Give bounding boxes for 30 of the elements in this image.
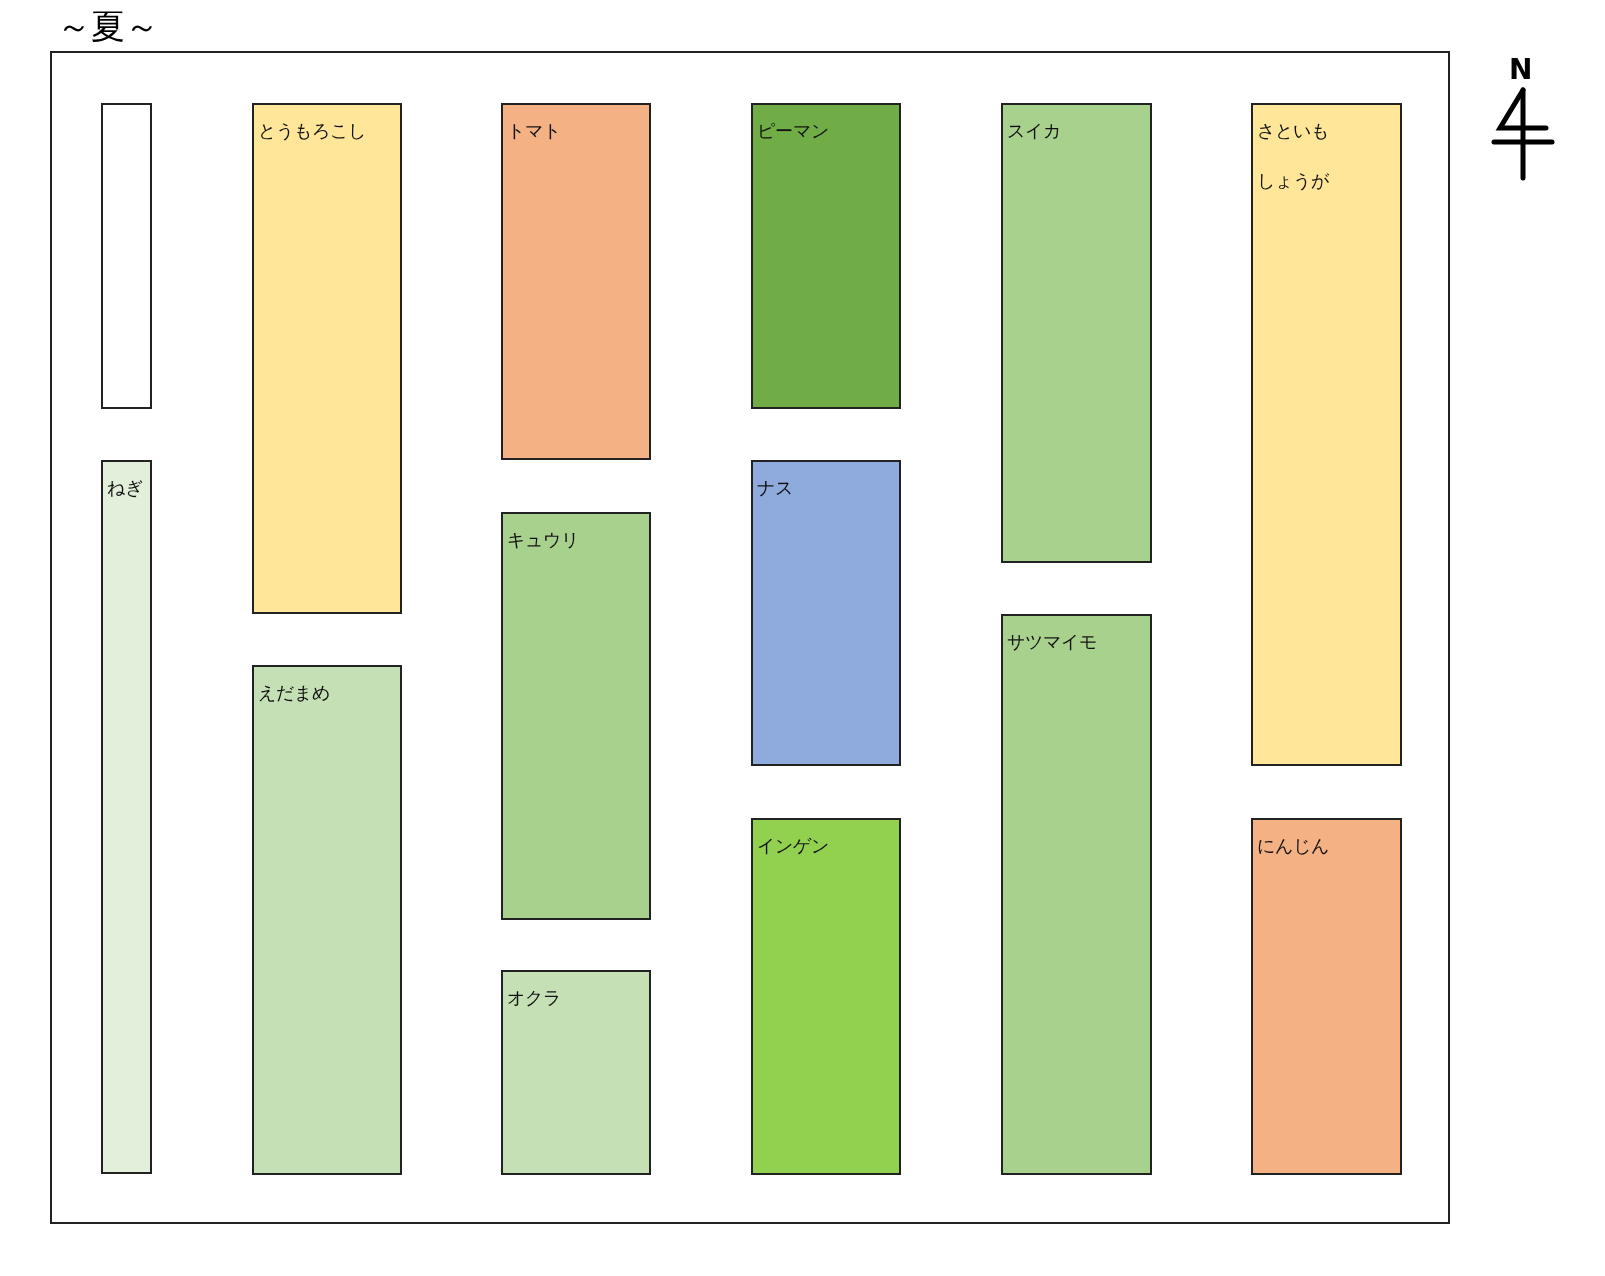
crop-name: にんじん	[1257, 834, 1329, 858]
garden-bed	[1251, 103, 1402, 766]
garden-bed	[252, 665, 402, 1175]
crop-name: ナス	[757, 476, 793, 500]
garden-bed	[751, 818, 901, 1175]
crop-name: ピーマン	[757, 119, 829, 143]
north-label: N	[1509, 54, 1533, 86]
crop-name: オクラ	[507, 986, 561, 1010]
garden-bed	[1251, 818, 1402, 1175]
garden-bed	[501, 970, 651, 1175]
garden-bed	[252, 103, 402, 614]
crop-name: スイカ	[1007, 119, 1061, 143]
garden-bed	[1001, 103, 1152, 563]
garden-bed	[101, 103, 152, 409]
crop-name: えだまめ	[258, 681, 330, 705]
crop-name: さといも	[1257, 119, 1329, 143]
garden-bed	[501, 103, 651, 460]
crop-name: インゲン	[757, 834, 829, 858]
crop-name: しょうが	[1257, 169, 1329, 193]
garden-bed	[751, 103, 901, 409]
garden-bed	[101, 460, 152, 1174]
crop-name: サツマイモ	[1007, 630, 1097, 654]
crop-name: とうもろこし	[258, 119, 366, 143]
garden-bed	[501, 512, 651, 920]
page-title: ～夏～	[57, 6, 159, 46]
garden-bed	[1001, 614, 1152, 1175]
garden-bed	[751, 460, 901, 766]
crop-name: ねぎ	[107, 476, 143, 500]
crop-name: キュウリ	[507, 528, 579, 552]
crop-name: トマト	[507, 119, 561, 143]
